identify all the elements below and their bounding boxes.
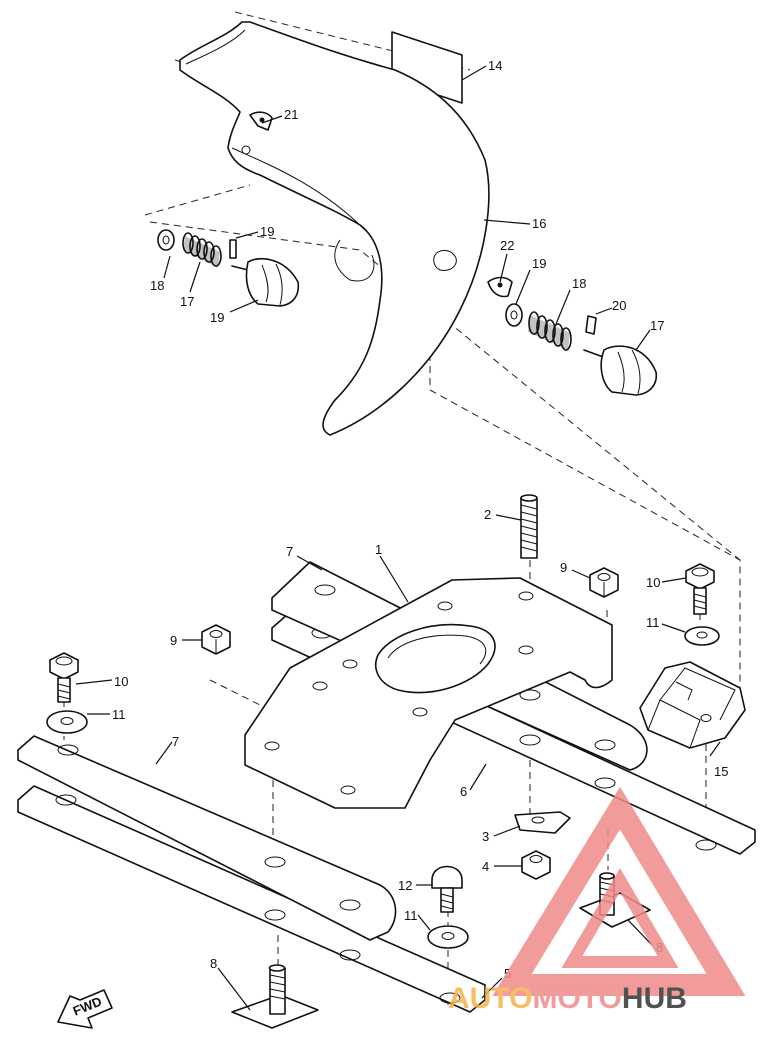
callout-20: 14 [488,58,502,73]
callout-11-left: 11 [112,707,126,722]
part-15-knob [583,345,658,396]
callout-16-right: 18 [572,276,586,291]
part-16-spring-right [528,311,572,351]
part-10-bolt-left [49,652,79,703]
part-11-washer-right [684,626,720,646]
fwd-direction-indicator: FWD [57,989,113,1029]
callout-21: 21 [284,107,298,122]
part-11-washer-lower [427,925,469,949]
callout-2: 2 [484,507,491,522]
watermark-triangle-outer [492,786,746,996]
callout-19-left: 19 [260,224,274,239]
part-7-lower-strip [17,735,397,941]
callout-19-right: 20 [612,298,626,313]
part-9-nut-left [201,624,231,655]
left-knob-assembly [157,229,300,307]
callout-10-right: 10 [646,575,660,590]
callout-11-lower: 11 [404,908,418,923]
part-4-nut [521,850,551,880]
callout-6: 6 [460,784,467,799]
part-2-stud [520,494,538,559]
part-21-clip [249,111,273,131]
callout-22: 22 [500,238,514,253]
callout-8-left: 8 [210,956,217,971]
callout-3: 3 [482,829,489,844]
part-1-main-bracket [244,577,613,809]
callout-17-right: 19 [532,256,546,271]
watermark-triangle-inner [561,868,679,968]
part-3-lock-washer [514,811,571,834]
part-5-lower-strip [17,785,486,1013]
callout-4: 4 [482,859,489,874]
callout-12: 12 [398,878,412,893]
part-12-cap-bolt [431,865,463,913]
watermark-text: AUTOMOTOHUB [448,982,687,1015]
callout-7-lower: 7 [172,734,179,749]
callout-14: 16 [532,216,546,231]
callout-18: 19 [210,310,224,325]
part-9-nut-right [589,567,619,598]
watermark-moto: MOTO [532,982,621,1015]
watermark-auto: AUTO [448,982,532,1015]
part-18-knob [231,257,300,307]
automotohub-watermark: AUTOMOTOHUB [448,786,746,1015]
leader-lines [75,65,721,1011]
callout-13: 15 [714,764,728,779]
part-8-tbolt-left [231,964,319,1029]
callout-7-upper: 7 [286,544,293,559]
callout-9-left: 9 [170,633,177,648]
callout-9-right: 9 [560,560,567,575]
callout-16-left: 17 [180,294,194,309]
callout-15: 17 [650,318,664,333]
part-10-bolt-right [685,563,715,615]
part-13-bracket [639,661,746,749]
part-11-washer-left [46,710,88,734]
callout-11-right: 11 [646,615,660,630]
part-16-spring-left [182,232,222,268]
callout-1: 1 [375,542,382,557]
callout-10-left: 10 [114,674,128,689]
callout-17-left: 18 [150,278,164,293]
watermark-hub: HUB [622,982,687,1015]
right-knob-assembly [487,276,658,396]
